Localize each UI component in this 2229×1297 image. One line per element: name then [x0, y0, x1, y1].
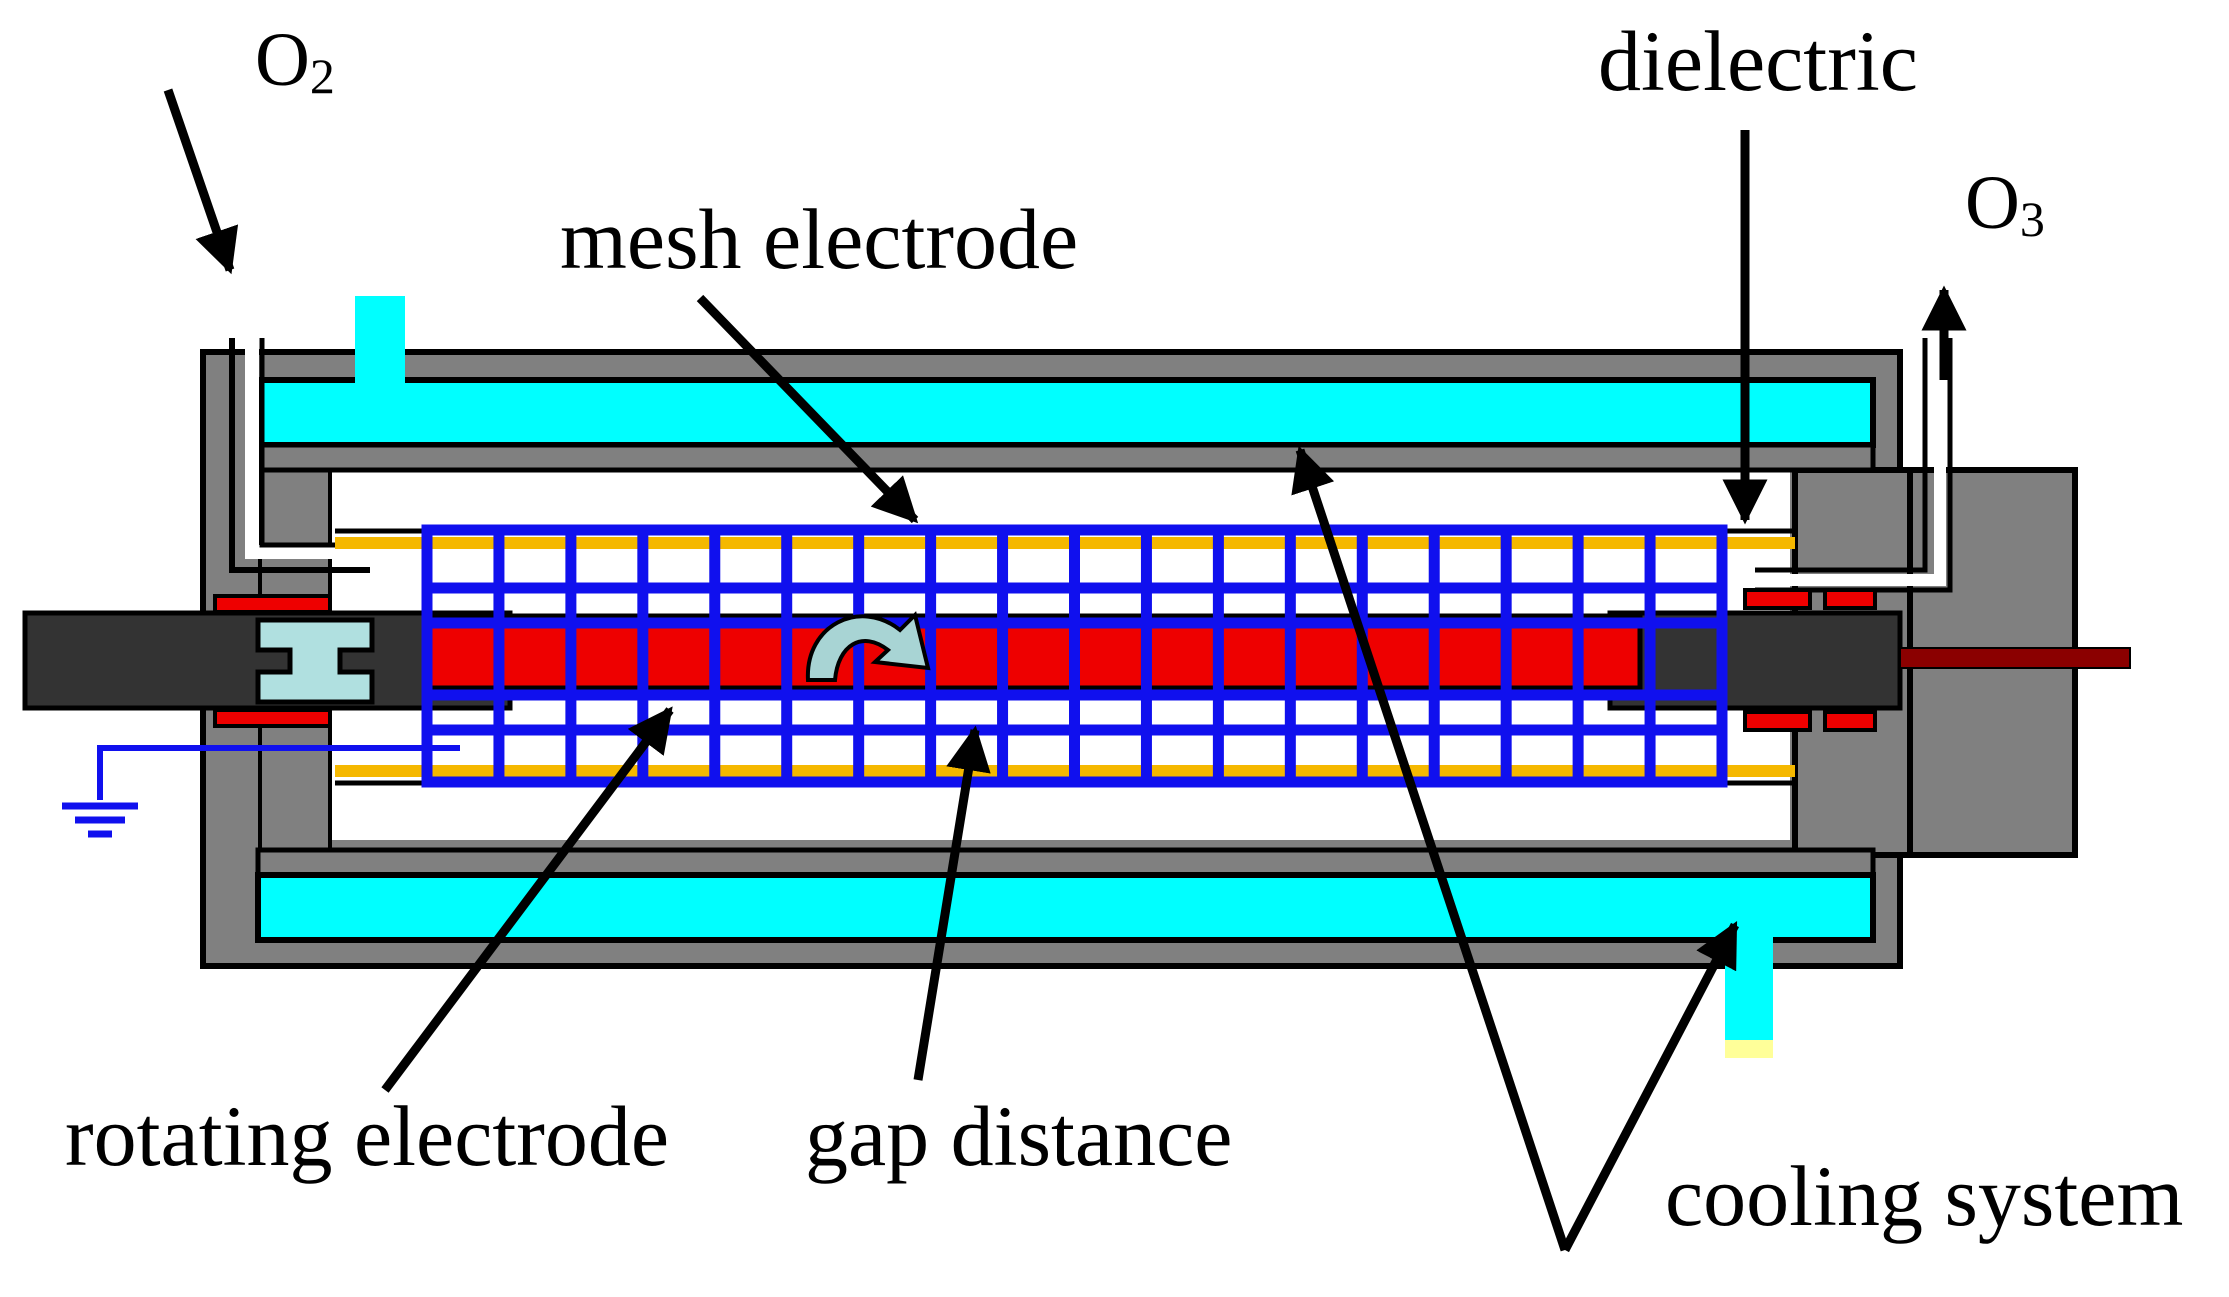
o3-outlet-pipe — [1755, 338, 1953, 593]
cooling-jacket-top — [255, 296, 1876, 473]
pointer-arrows — [163, 88, 1967, 1253]
coupling — [255, 617, 375, 705]
rotation-arrow-icon — [805, 611, 931, 682]
cooling-system-arrow-2 — [1561, 921, 1739, 1253]
ground-symbol — [62, 745, 460, 838]
gap-distance-label: gap distance — [805, 1088, 1232, 1184]
drive-rod — [1899, 647, 2131, 669]
o2-label: O2 — [255, 18, 335, 104]
cooling-system-label: cooling system — [1665, 1148, 2183, 1244]
mesh-electrode-arrow — [696, 294, 919, 524]
o2-arrow — [163, 88, 239, 275]
o3-label: O3 — [1965, 161, 2045, 247]
cooling-system-arrow-1 — [1291, 445, 1570, 1252]
outlet-tip — [1725, 1040, 1773, 1058]
gap-distance-arrow — [913, 725, 991, 1081]
rotating-electrode-label: rotating electrode — [65, 1088, 669, 1184]
bearings — [213, 588, 1877, 732]
dielectric-label: dielectric — [1598, 13, 1918, 109]
rotating-electrode-arrow — [381, 706, 674, 1093]
mesh-electrode — [421, 524, 1728, 788]
mesh-electrode-label: mesh electrode — [560, 191, 1078, 287]
cooling-jacket-bottom — [255, 847, 1876, 1058]
